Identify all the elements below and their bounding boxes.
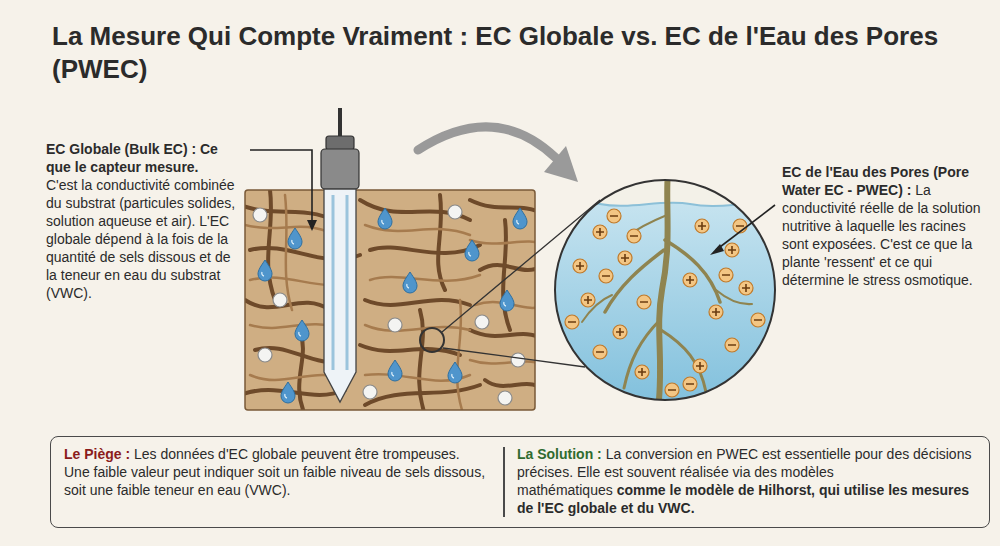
label-group: EC de l'Eau des Pores (Pore Water EC - P… <box>782 163 982 289</box>
panel-heading: Le Piège : <box>64 446 130 462</box>
divider-line <box>503 447 505 517</box>
diagram-title: La Mesure Qui Compte Vraiment : EC Globa… <box>52 20 952 87</box>
label-body: C'est la conductivité combinée du substr… <box>46 176 240 302</box>
summary-panel: La Solution :La conversion en PWEC est e… <box>503 436 990 528</box>
summary-panel: Le Piège :Les données d'EC globale peuve… <box>50 436 503 528</box>
label-heading: EC de l'Eau des Pores (Pore Water EC - P… <box>782 164 969 198</box>
panel-heading: La Solution : <box>517 446 602 462</box>
label-heading: EC Globale (Bulk EC) : Ce que le capteur… <box>46 140 240 176</box>
label-group: EC Globale (Bulk EC) : Ce que le capteur… <box>46 140 240 302</box>
